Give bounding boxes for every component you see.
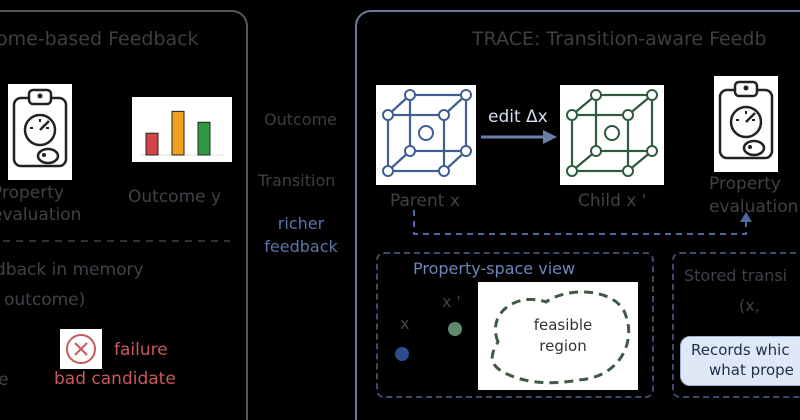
outcome-bar-2 [171,110,185,156]
outcome-bar-chart [140,110,224,156]
right-property-label-2: evaluation [709,197,799,217]
feasible-region-card [478,282,638,390]
child-x-label: Child x ' [578,191,647,211]
left-property-label-1: Property [0,183,64,203]
records-note: Records whic what prope [680,336,800,386]
bad-candidate-label: bad candidate [54,369,176,389]
stored-transitions-box [672,252,800,398]
outcome-y-label: Outcome y [128,187,222,207]
failure-label: failure [114,340,168,360]
memory-label-1: dback in memory [0,260,144,280]
failure-x-icon [66,334,96,364]
point-xprime-label: x ' [442,292,461,311]
outcome-bar-card [132,97,232,162]
right-clipboard-card [714,76,778,172]
middle-outcome-label: Outcome [264,110,338,129]
right-panel-title: TRACE: Transition-aware Feedb [472,28,767,50]
right-property-label-1: Property [709,174,781,194]
feasible-label-2: region [539,337,587,355]
property-space-box [376,252,654,398]
records-line-1: Records whic [691,341,790,359]
outcome-bar-3 [197,121,211,156]
feasible-label-1: feasible [533,316,593,334]
stored-label-1: Stored transi [684,266,788,285]
left-cut-letter: e [0,370,9,390]
records-line-2: what prope [709,361,794,379]
trace-panel [355,10,800,420]
left-property-label-2: evaluation [0,205,82,225]
left-panel-title: ome-based Feedback [0,28,199,50]
feasible-region-blob [490,290,631,385]
left-clipboard-card [8,84,72,180]
middle-transition-label: Transition [258,171,336,190]
child-cube-icon [566,89,658,177]
point-x-label: x [400,314,410,333]
point-x-marker [395,347,409,361]
parent-cube-card [376,85,476,185]
stored-label-2: (x, [739,296,760,315]
left-divider [0,240,230,242]
child-cube-card [560,85,664,185]
edit-delta-label: edit Δx [488,107,548,127]
memory-label-2: outcome) [4,290,86,310]
feedback-dashed-arrow [413,210,752,235]
clipboard-gauge-icon [718,80,774,160]
edit-arrow [481,130,557,144]
clipboard-gauge-icon [12,88,68,168]
failure-icon-card [60,329,102,369]
point-xprime-marker [448,322,462,336]
outcome-based-panel [0,10,248,420]
parent-cube-icon [382,89,472,177]
outcome-bar-1 [145,132,159,156]
parent-x-label: Parent x [390,191,460,211]
richer-label-1: richer [277,214,325,233]
richer-label-2: feedback [264,237,338,256]
property-space-title: Property-space view [413,259,576,278]
